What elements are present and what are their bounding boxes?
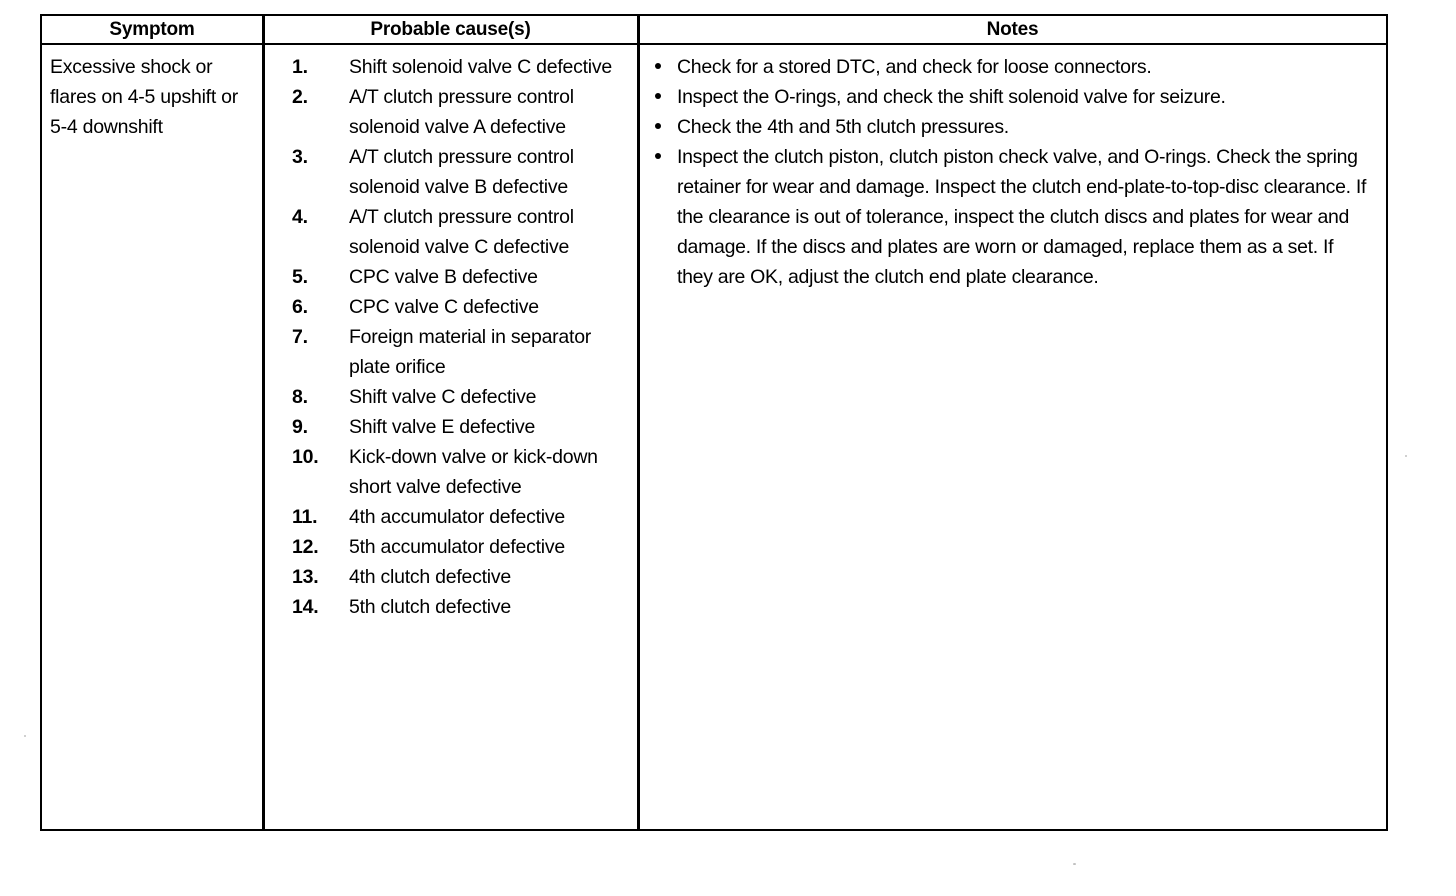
- probable-cause-text: Kick-down valve or kick-down short valve…: [349, 446, 598, 498]
- probable-cause-item: 6. CPC valve C defective: [264, 292, 633, 322]
- probable-cause-number: 8.: [292, 386, 308, 408]
- scan-speck: [1073, 863, 1076, 865]
- probable-cause-number: 14.: [292, 596, 319, 618]
- probable-cause-text: CPC valve B defective: [349, 266, 538, 288]
- probable-cause-text: Foreign material in separator plate orif…: [349, 326, 592, 378]
- note-item: Check the 4th and 5th clutch pressures.: [651, 112, 1370, 142]
- bullet-icon: [655, 123, 661, 129]
- probable-cause-item: 10. Kick-down valve or kick-down short va…: [264, 442, 633, 502]
- probable-cause-text: 4th clutch defective: [349, 566, 511, 588]
- probable-cause-text: 5th clutch defective: [349, 596, 511, 618]
- probable-cause-number: 2.: [292, 86, 308, 108]
- note-text: Check for a stored DTC, and check for lo…: [677, 56, 1152, 78]
- cell-symptom: Excessive shock or flares on 4-5 upshift…: [42, 45, 262, 829]
- table-row: Excessive shock or flares on 4-5 upshift…: [42, 45, 1386, 829]
- scan-speck: [1405, 455, 1407, 457]
- column-divider-1: [262, 16, 265, 829]
- probable-cause-number: 4.: [292, 206, 308, 228]
- probable-cause-text: A/T clutch pressure control solenoid val…: [349, 206, 574, 258]
- probable-cause-item: 11. 4th accumulator defective: [264, 502, 633, 532]
- probable-cause-number: 9.: [292, 416, 308, 438]
- probable-cause-item: 2. A/T clutch pressure control solenoid v…: [264, 82, 633, 142]
- probable-cause-item: 14. 5th clutch defective: [264, 592, 633, 622]
- bullet-icon: [655, 93, 661, 99]
- notes-list: Check for a stored DTC, and check for lo…: [651, 52, 1370, 292]
- bullet-icon: [655, 63, 661, 69]
- probable-cause-item: 9. Shift valve E defective: [264, 412, 633, 442]
- column-header-notes: Notes: [986, 18, 1039, 40]
- note-text: Check the 4th and 5th clutch pressures.: [677, 116, 1009, 138]
- probable-cause-item: 3. A/T clutch pressure control solenoid v…: [264, 142, 633, 202]
- cell-probable-causes: 1. Shift solenoid valve C defective 2. A/T …: [264, 45, 637, 829]
- probable-cause-item: 13. 4th clutch defective: [264, 562, 633, 592]
- probable-cause-text: 5th accumulator defective: [349, 536, 565, 558]
- probable-cause-item: 1. Shift solenoid valve C defective: [264, 52, 633, 82]
- troubleshooting-table: Symptom Probable cause(s) Notes Excessiv…: [40, 14, 1388, 831]
- probable-cause-number: 7.: [292, 326, 308, 348]
- probable-cause-number: 3.: [292, 146, 308, 168]
- column-header-symptom: Symptom: [109, 18, 195, 40]
- bullet-icon: [655, 153, 661, 159]
- column-divider-2: [637, 16, 640, 829]
- probable-cause-number: 10.: [292, 446, 319, 468]
- probable-cause-item: 12. 5th accumulator defective: [264, 532, 633, 562]
- probable-cause-number: 13.: [292, 566, 319, 588]
- probable-cause-item: 8. Shift valve C defective: [264, 382, 633, 412]
- probable-cause-text: Shift solenoid valve C defective: [349, 56, 612, 78]
- probable-cause-text: Shift valve E defective: [349, 416, 536, 438]
- note-text: Inspect the O-rings, and check the shift…: [677, 86, 1226, 108]
- scan-speck: [24, 735, 26, 737]
- note-item: Inspect the O-rings, and check the shift…: [651, 82, 1370, 112]
- probable-cause-text: CPC valve C defective: [349, 296, 539, 318]
- probable-cause-item: 7. Foreign material in separator plate or…: [264, 322, 633, 382]
- probable-cause-list: 1. Shift solenoid valve C defective 2. A/T …: [264, 52, 633, 622]
- probable-cause-item: 5. CPC valve B defective: [264, 262, 633, 292]
- probable-cause-number: 5.: [292, 266, 308, 288]
- probable-cause-number: 12.: [292, 536, 319, 558]
- probable-cause-text: Shift valve C defective: [349, 386, 537, 408]
- probable-cause-number: 1.: [292, 56, 308, 78]
- probable-cause-text: 4th accumulator defective: [349, 506, 565, 528]
- cell-notes: Check for a stored DTC, and check for lo…: [639, 45, 1386, 829]
- note-text: Inspect the clutch piston, clutch piston…: [677, 146, 1367, 288]
- column-header-probable-cause: Probable cause(s): [370, 18, 531, 40]
- probable-cause-number: 11.: [292, 506, 318, 528]
- note-item: Check for a stored DTC, and check for lo…: [651, 52, 1370, 82]
- probable-cause-text: A/T clutch pressure control solenoid val…: [349, 86, 574, 138]
- table-header-row: Symptom Probable cause(s) Notes: [42, 16, 1386, 45]
- probable-cause-item: 4. A/T clutch pressure control solenoid v…: [264, 202, 633, 262]
- probable-cause-number: 6.: [292, 296, 308, 318]
- probable-cause-text: A/T clutch pressure control solenoid val…: [349, 146, 574, 198]
- note-item: Inspect the clutch piston, clutch piston…: [651, 142, 1370, 292]
- symptom-text: Excessive shock or flares on 4-5 upshift…: [50, 56, 239, 138]
